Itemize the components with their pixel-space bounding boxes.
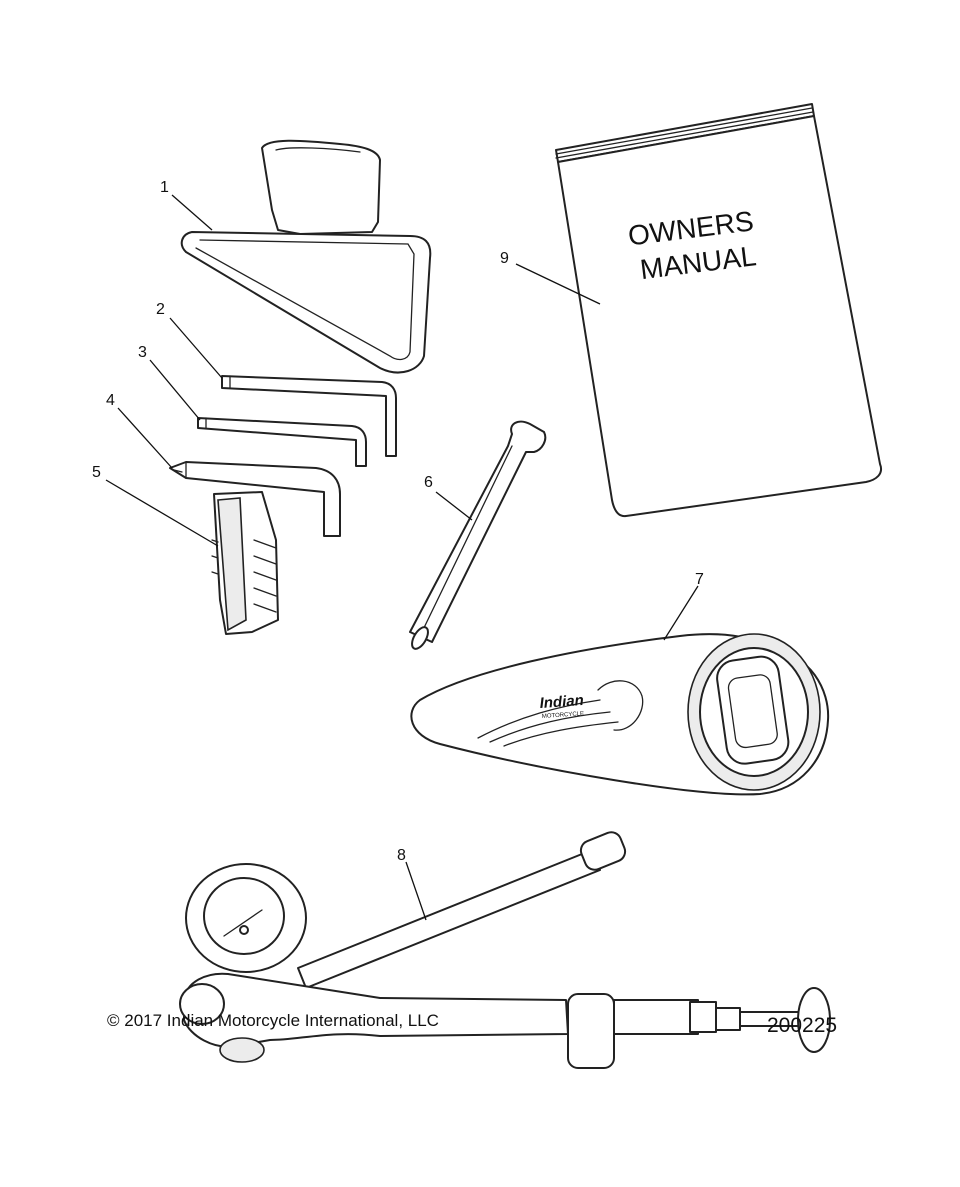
part-6-axle-tool bbox=[409, 420, 547, 650]
leader-5 bbox=[105, 479, 219, 547]
part-4-driver-key bbox=[169, 461, 341, 537]
logo-sub: MOTORCYCLE bbox=[542, 711, 585, 720]
callout-5: 5 bbox=[92, 464, 101, 481]
copyright-notice: © 2017 Indian Motorcycle International, … bbox=[107, 1011, 439, 1031]
callout-3: 3 bbox=[138, 344, 147, 361]
part-2-hex-key bbox=[221, 375, 397, 457]
leader-2 bbox=[169, 317, 223, 379]
callout-4: 4 bbox=[106, 392, 115, 409]
leader-3 bbox=[149, 359, 201, 421]
callout-2: 2 bbox=[156, 301, 165, 318]
callout-numbers: 1 2 3 4 5 6 7 8 9 bbox=[92, 179, 704, 864]
part-7-tank-cover: Indian MOTORCYCLE bbox=[410, 633, 830, 796]
callout-7: 7 bbox=[695, 571, 704, 588]
logo-brand: Indian bbox=[539, 692, 584, 712]
part-1-strap bbox=[180, 139, 432, 374]
copyright-text: 2017 Indian Motorcycle International, LL… bbox=[124, 1011, 439, 1030]
leader-8 bbox=[405, 861, 427, 921]
leader-4 bbox=[117, 407, 173, 469]
callout-leaders bbox=[105, 194, 699, 921]
part-9-owners-manual: OWNERS MANUAL bbox=[555, 103, 882, 518]
part-3-hex-key bbox=[197, 417, 367, 467]
leader-6 bbox=[435, 491, 473, 521]
part-5-fuse-puller bbox=[211, 491, 279, 635]
callout-9: 9 bbox=[500, 250, 509, 267]
callout-1: 1 bbox=[160, 179, 169, 196]
callout-6: 6 bbox=[424, 474, 433, 491]
leader-1 bbox=[171, 194, 213, 231]
leader-7 bbox=[663, 585, 699, 641]
leader-9 bbox=[515, 263, 601, 305]
part-8-air-pump bbox=[179, 831, 831, 1069]
callout-8: 8 bbox=[397, 847, 406, 864]
diagram-id: 200225 bbox=[767, 1014, 838, 1037]
copyright-symbol: © bbox=[107, 1011, 120, 1030]
indian-logo: Indian MOTORCYCLE bbox=[477, 680, 644, 747]
